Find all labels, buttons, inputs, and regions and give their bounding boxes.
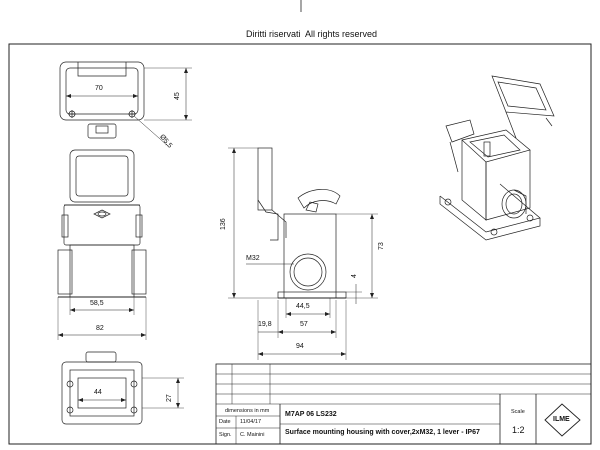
front-view xyxy=(57,123,147,340)
dim-57: 57 xyxy=(300,321,308,328)
dim-27: 27 xyxy=(166,394,173,402)
dim-44-bottom: 44 xyxy=(94,389,102,396)
rights-notice-en: All rights reserved xyxy=(305,29,378,39)
top-view xyxy=(59,61,192,147)
side-view xyxy=(228,147,378,360)
dim-136: 136 xyxy=(220,218,227,230)
bottom-view xyxy=(61,351,184,425)
tb-dimensions-label: dimensions in mm xyxy=(225,408,270,414)
isometric-view xyxy=(439,75,555,241)
dim-44-5: 44,5 xyxy=(296,303,310,310)
tb-scale-value: 1:2 xyxy=(512,425,525,435)
dim-4: 4 xyxy=(351,274,358,278)
title-block xyxy=(215,363,592,445)
rights-notice-it: Diritti riservati xyxy=(246,29,301,39)
dim-19-8: 19,8 xyxy=(258,321,272,328)
tb-sign-value: C. Mainini xyxy=(240,432,265,438)
tb-date-value: 11/04/17 xyxy=(240,419,262,425)
dim-94: 94 xyxy=(296,343,304,350)
tb-date-label: Date xyxy=(219,419,231,425)
tb-scale-label: Scale xyxy=(511,409,525,415)
ilme-logo xyxy=(544,403,581,437)
dim-82: 82 xyxy=(96,325,104,332)
dim-m32: M32 xyxy=(246,255,260,262)
dim-top-height: 45 xyxy=(174,92,181,100)
dim-58-5: 58,5 xyxy=(90,300,104,307)
tb-sign-label: Sign. xyxy=(219,432,232,438)
dim-top-width: 70 xyxy=(95,85,103,92)
tb-part-code: M7AP 06 LS232 xyxy=(285,411,337,418)
tb-logo-text: ILME xyxy=(553,416,570,423)
tb-description: Surface mounting housing with cover,2xM3… xyxy=(285,429,480,436)
dim-73: 73 xyxy=(378,242,385,250)
